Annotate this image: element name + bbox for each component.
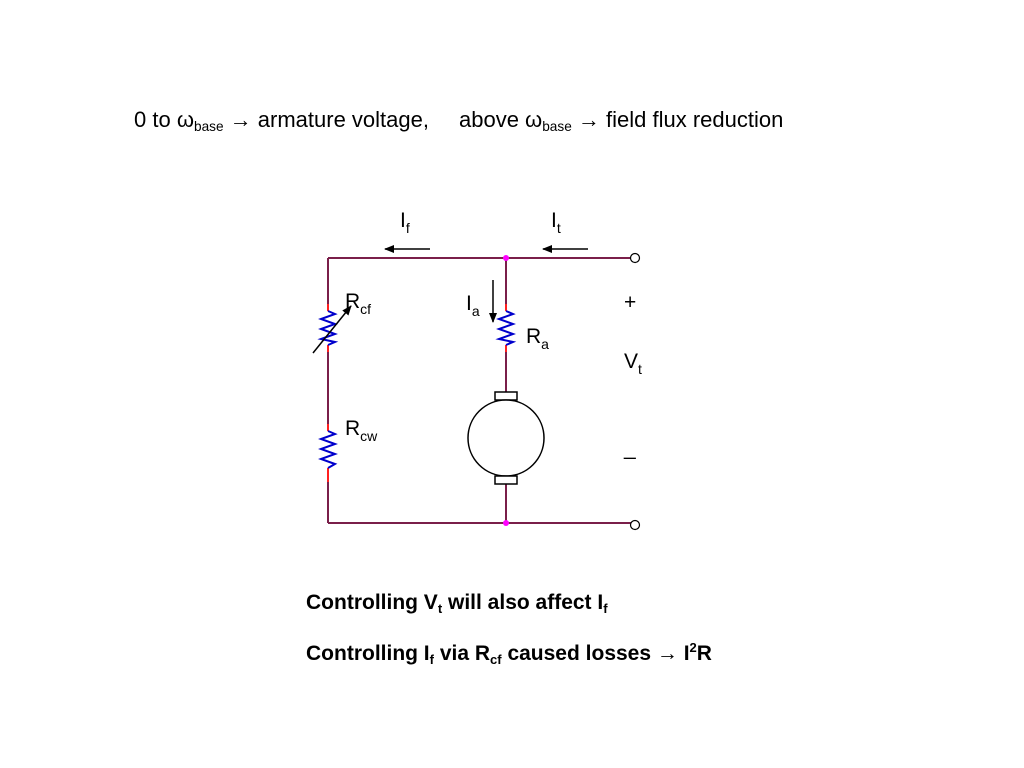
it-label: It — [551, 209, 561, 236]
ia-label: Ia — [466, 292, 480, 319]
note-text: will also affect I — [442, 591, 604, 614]
headline-text: field flux reduction — [606, 107, 784, 132]
rcf-label: Rcf — [345, 290, 371, 317]
plus-sign: + — [624, 291, 636, 314]
note-text: Controlling V — [306, 591, 438, 614]
variable-resistor-arrow — [312, 305, 352, 354]
rcw-label: Rcw — [345, 417, 378, 444]
note-text: Controlling I — [306, 642, 430, 665]
note-superscript: 2 — [689, 640, 697, 656]
minus-sign: _ — [623, 437, 636, 460]
omega-symbol: ω — [525, 107, 543, 132]
arrow-symbol: → — [656, 642, 678, 665]
resistor-leads — [327, 304, 507, 482]
note-text: I — [677, 642, 690, 665]
omega-subscript: base — [542, 119, 572, 135]
rcf-resistor — [317, 310, 339, 346]
arrow-symbol: → — [223, 107, 258, 132]
terminal-bottom — [629, 519, 641, 531]
arrow-symbol: → — [571, 107, 607, 132]
note-text: via R — [434, 642, 491, 665]
note-rcf-losses: Controlling If via Rcf caused losses → I… — [306, 641, 712, 667]
circuit-wires — [327, 257, 632, 524]
note-subscript: f — [603, 600, 608, 616]
omega-symbol: ω — [176, 107, 194, 132]
terminal-top — [629, 252, 641, 264]
note-text: R — [696, 642, 712, 665]
dc-motor — [467, 391, 545, 485]
omega-subscript: base — [194, 119, 224, 135]
ra-resistor — [495, 310, 517, 346]
note-text: caused losses — [501, 642, 657, 665]
headline-text: armature voltage, — [257, 107, 429, 132]
note-subscript: cf — [490, 651, 502, 667]
vt-label: Vt — [624, 350, 642, 377]
note-vt-affects-if: Controlling Vt will also affect If — [306, 590, 608, 616]
if-label: If — [400, 209, 410, 236]
headline-text: 0 to — [134, 107, 177, 132]
note-subscript: f — [429, 651, 434, 667]
note-subscript: t — [437, 600, 443, 616]
headline-text: above — [458, 107, 526, 132]
rcw-resistor — [318, 430, 338, 469]
ra-label: Ra — [526, 325, 549, 352]
junction-node-top — [503, 255, 509, 261]
headline: 0 to ωbase → armature voltage,above ωbas… — [134, 106, 783, 134]
junction-node-bottom — [503, 520, 509, 526]
